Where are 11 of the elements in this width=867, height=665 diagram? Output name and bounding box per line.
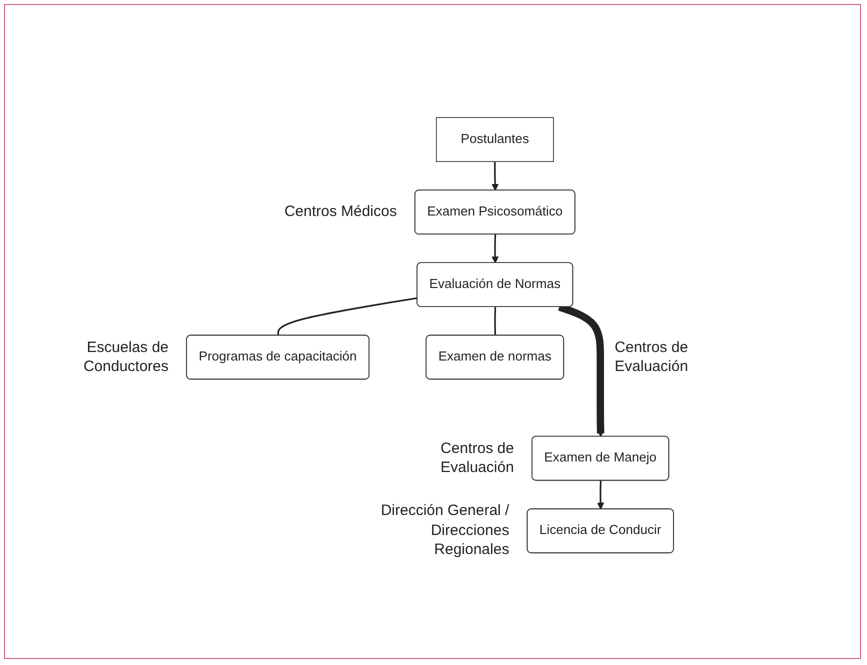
connector <box>277 297 418 336</box>
arrow <box>596 480 604 510</box>
side-label: Centros de Evaluación <box>440 438 514 478</box>
side-label: Dirección General / Direcciones Regionales <box>380 501 510 560</box>
arrow <box>492 234 499 264</box>
side-label: Centros de Evaluación <box>614 338 690 376</box>
side-label: Centros Médicos <box>283 202 397 222</box>
node-box: Postulantes <box>436 116 554 162</box>
arrow <box>492 161 499 191</box>
side-label: Escuelas de Conductores <box>82 338 169 376</box>
connector <box>494 306 496 336</box>
